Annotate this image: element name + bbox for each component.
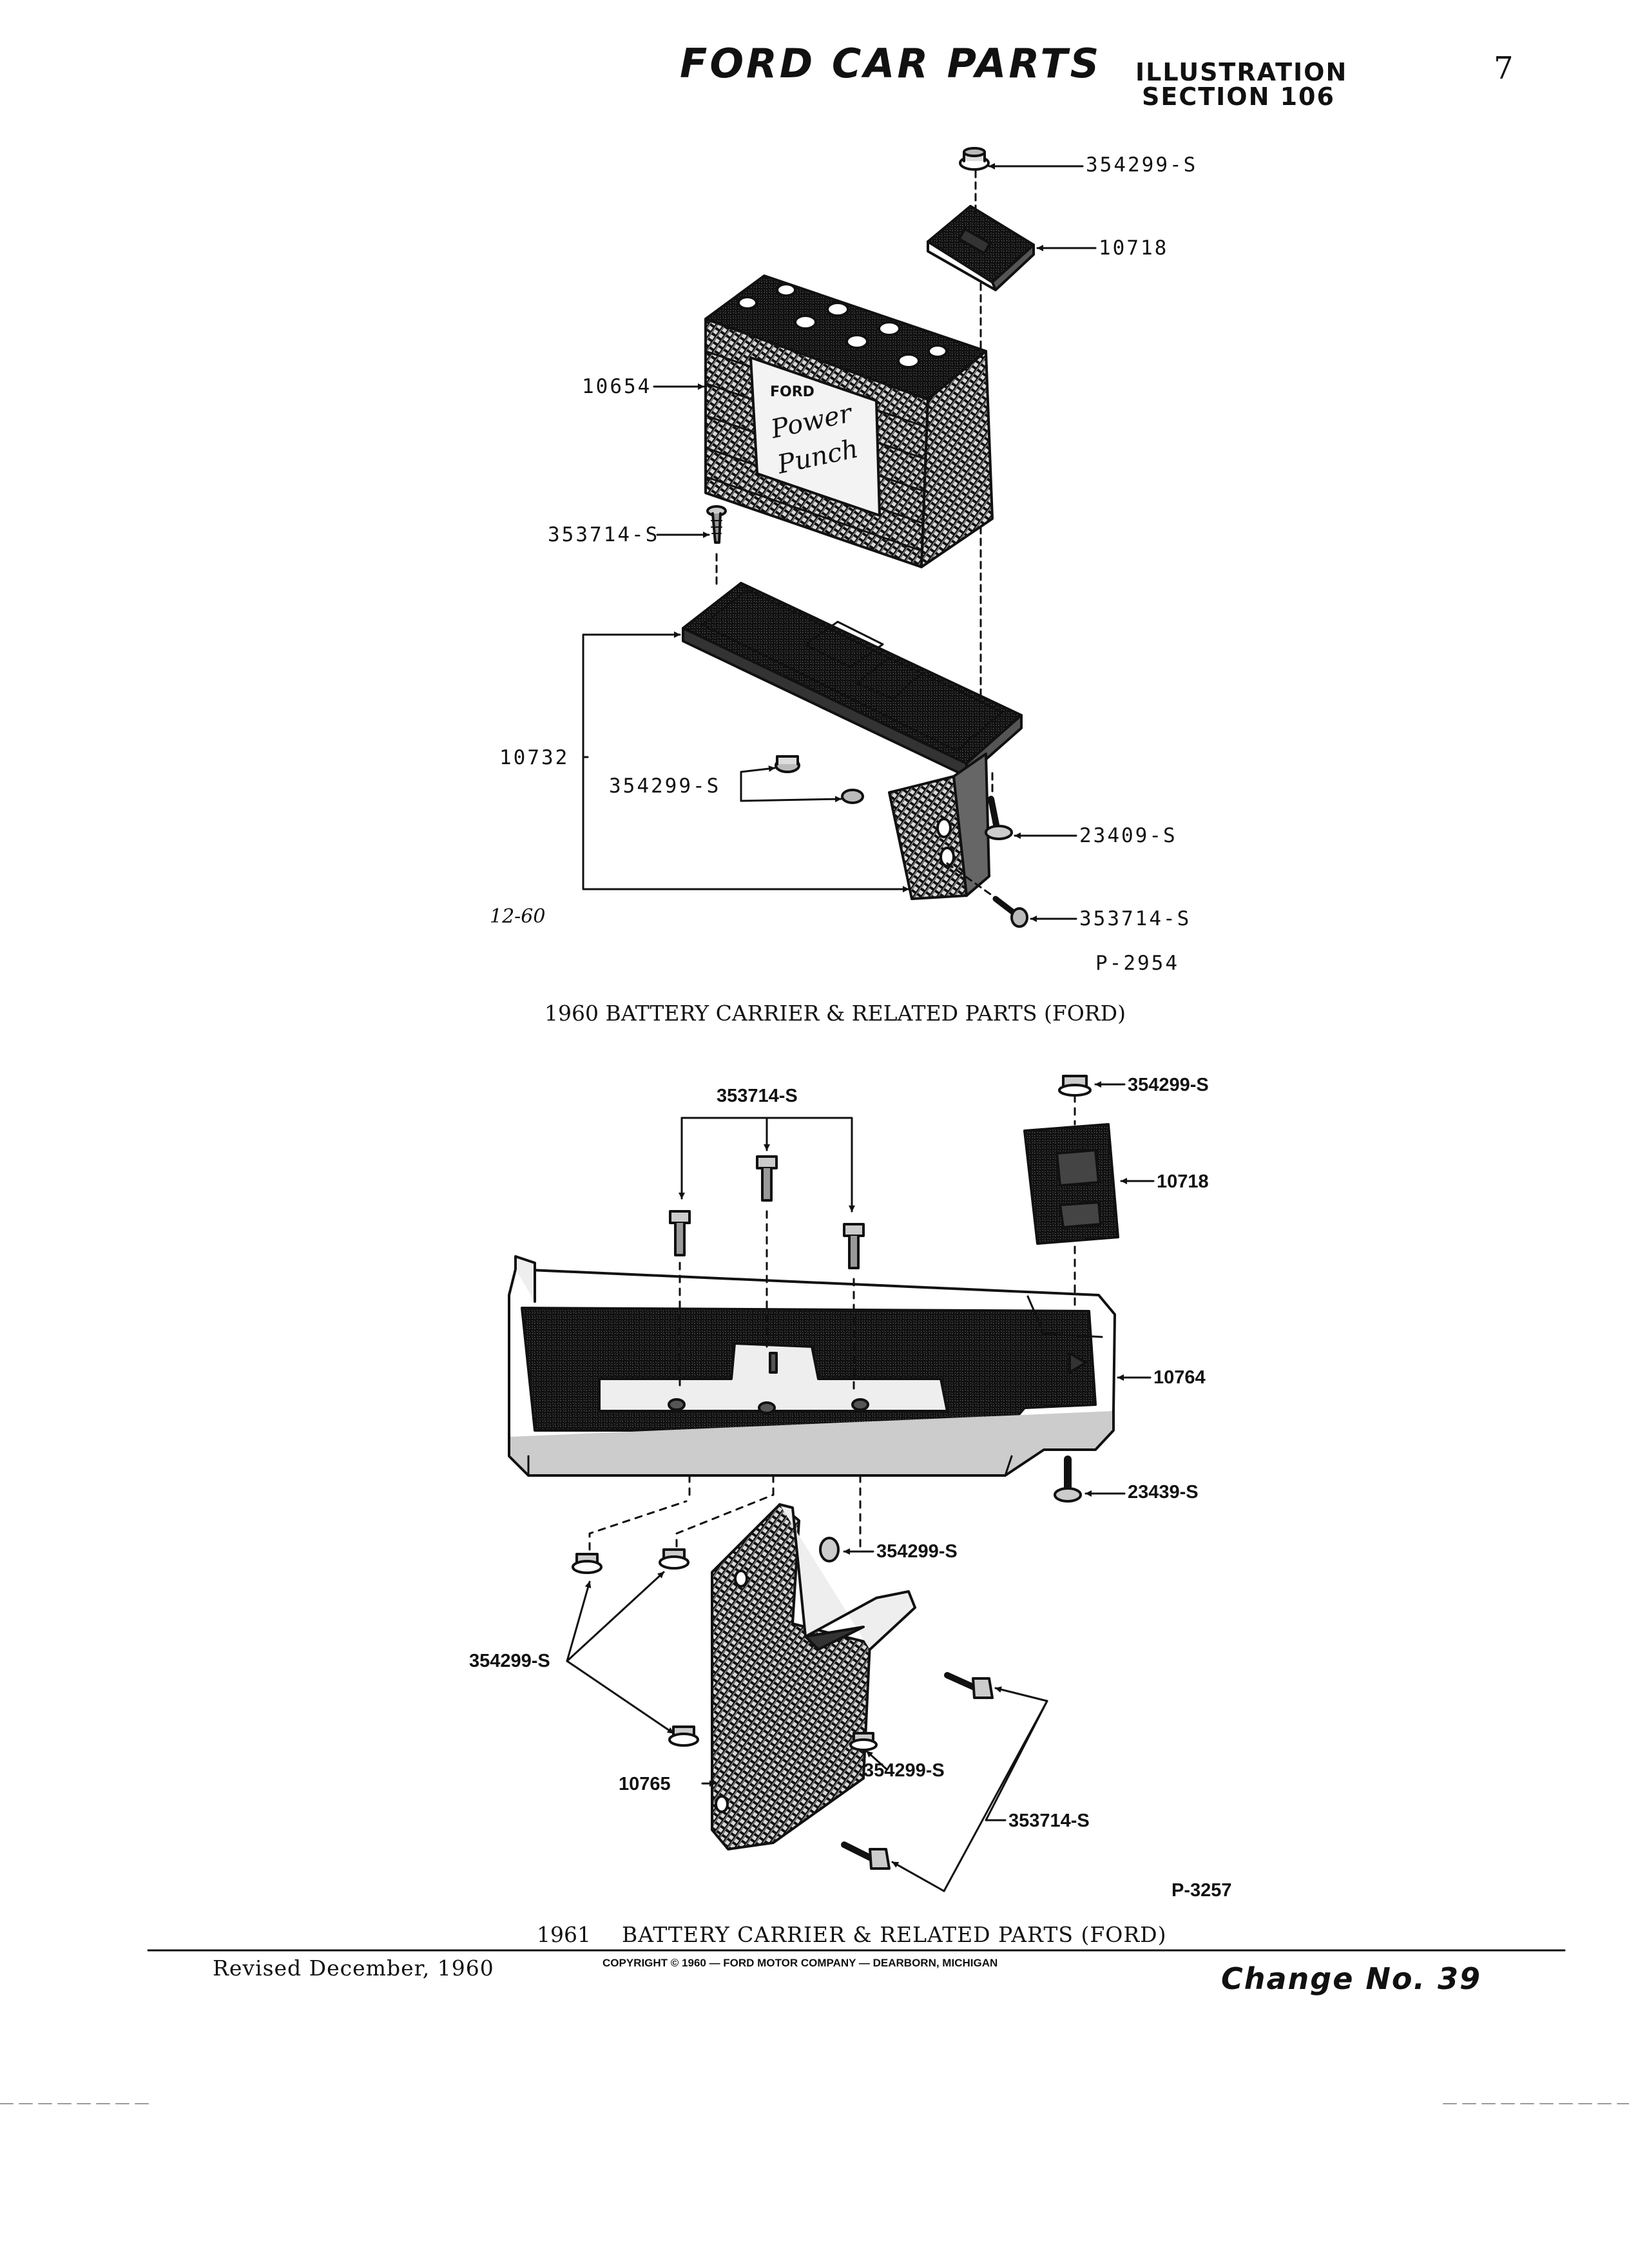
screw-353714-s-icon [756,1155,778,1202]
screw-353714-s-icon [841,1841,891,1870]
label-bracket: 10765 [619,1774,671,1794]
figure-1961-art [508,1075,1155,1892]
label-clamp-1961: 10718 [1157,1171,1209,1192]
label-bolt-right: 23409-S [1079,824,1177,847]
nut-354299-s-icon [819,1537,840,1562]
battery-carrier-icon [682,582,1023,900]
nut-354299-s-icon [572,1553,602,1574]
caption-1960: 1960 BATTERY CARRIER & RELATED PARTS (FO… [545,1001,1126,1026]
revised-date: Revised December, 1960 [213,1956,494,1981]
label-nut-bracket: 354299-S [876,1541,958,1562]
label-screws-lower: 353714-S [1008,1811,1090,1831]
label-screws-top: 353714-S [717,1086,798,1106]
label-nuts-left: 354299-S [469,1651,550,1671]
nut-354299-s-icon [668,1725,699,1747]
bolt-23409-s-icon [985,796,1013,840]
plate-number-1960: P-2954 [1095,952,1179,975]
caption-1961: BATTERY CARRIER & RELATED PARTS (FORD) [622,1922,1167,1947]
page-number: 7 [1494,50,1514,86]
bolt-23439-s-icon [1054,1456,1082,1503]
section-heading: SECTION 106 [1142,82,1335,111]
catalog-title: FORD CAR PARTS [680,40,1102,87]
figure-1960-art: FORD Power Punch [582,147,1097,928]
battery-logo-ford: FORD [770,384,815,400]
label-clamp: 10718 [1099,236,1169,260]
screw-353714-s-icon [843,1223,865,1269]
change-number: Change No. 39 [1221,1961,1482,1996]
label-nut-top-right: 354299-S [1128,1075,1209,1095]
support-bracket-icon [711,1503,916,1850]
caption-year-1961: 1961 [537,1922,591,1947]
label-screw-bottom: 353714-S [1079,907,1191,930]
nut-354299-s-icon [775,755,800,773]
label-tray: 10764 [1153,1367,1206,1388]
nut-354299-s-icon [1058,1075,1092,1097]
battery-icon: FORD Power Punch [704,274,994,568]
label-nuts-middle: 354299-S [609,774,721,798]
nut-354299-s-icon [959,147,990,171]
hold-down-clamp-icon [1023,1123,1119,1245]
plate-number-1961: P-3257 [1171,1880,1232,1901]
nut-354299-s-icon [849,1732,878,1751]
screw-353714-s-icon [944,1672,994,1699]
battery-tray-icon [508,1255,1116,1477]
screw-353714-s-icon [992,896,1028,928]
illustration-heading: ILLUSTRATION [1135,58,1348,86]
nut-354299-s-icon [659,1548,689,1570]
nut-354299-s-icon [841,789,864,804]
label-screw-left: 353714-S [548,523,660,546]
screw-353714-s-icon [669,1210,691,1256]
label-nut-top: 354299-S [1086,153,1198,177]
screw-353714-s-icon [706,505,727,544]
label-nut-lower: 354299-S [863,1760,945,1781]
label-carrier: 10732 [499,746,570,769]
date-code: 12-60 [490,905,546,928]
label-bolt-1961: 23439-S [1128,1482,1199,1503]
hold-down-clamp-icon [927,205,1035,291]
copyright: COPYRIGHT © 1960 — FORD MOTOR COMPANY — … [602,1957,998,1969]
label-battery: 10654 [582,375,652,398]
